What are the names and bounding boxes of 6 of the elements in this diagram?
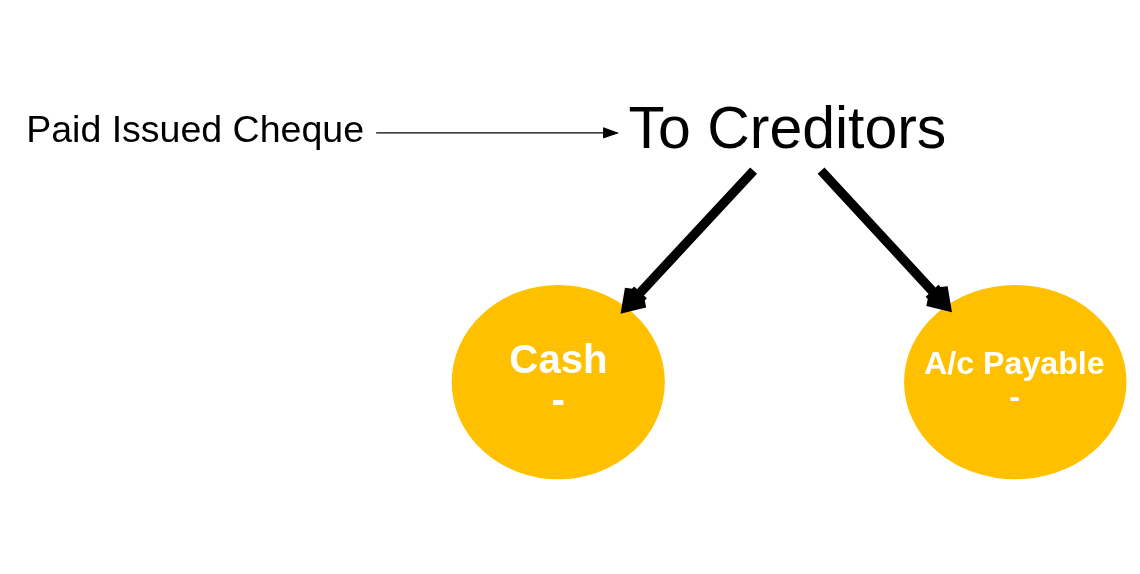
- arrow: [375, 127, 620, 139]
- node-ellipse: A/c Payable -: [904, 285, 1127, 480]
- node-text: Paid Issued Cheque: [26, 108, 365, 151]
- node-text: To Creditors: [628, 94, 947, 160]
- arrow: [817, 167, 951, 311]
- arrow: [621, 167, 758, 313]
